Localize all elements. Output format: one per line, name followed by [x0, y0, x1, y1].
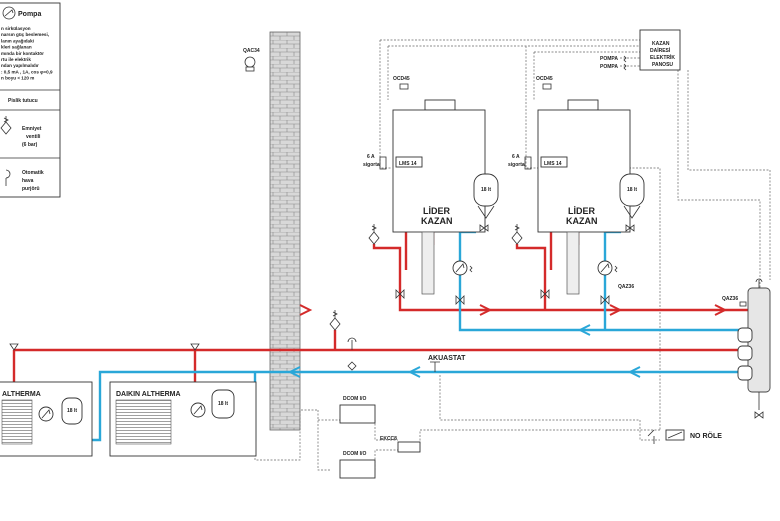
- fuse-1-label-2: sigorta: [363, 162, 380, 168]
- dirt-trap-label: Pislik tutucu: [8, 98, 38, 104]
- svg-text:18 lt: 18 lt: [67, 408, 77, 414]
- legend-desc-line: : 0,5 mA , 1A, cos φ=0,9: [1, 69, 53, 74]
- altherma-1-label: ALTHERMA: [2, 391, 41, 398]
- tank-label-1: 18 lt: [481, 187, 491, 193]
- safety-valve-icon: [0, 116, 12, 135]
- pump-legend-icon: [2, 6, 16, 20]
- ekcc8-label: EKCC8: [380, 436, 397, 442]
- chimney: [269, 31, 301, 431]
- no-role-label: NO RÖLE: [690, 431, 722, 440]
- safety-valve-label-1: Emniyet: [22, 126, 42, 132]
- ball-valve-icons: [395, 224, 635, 305]
- panel-label-3: ELEKTRİK: [650, 54, 675, 61]
- legend-desc-line: kleri sağlanan: [1, 45, 32, 50]
- dcom-label-2: DCOM I/O: [343, 451, 366, 457]
- expansion-tank-boiler-1: 18 lt: [473, 173, 499, 219]
- qac34-label: QAC34: [243, 48, 260, 54]
- legend-desc-line: mında bir kontaktör: [1, 51, 44, 56]
- ekcc8-controller: [397, 441, 421, 453]
- lms14-label-2: LMS 14: [544, 161, 562, 167]
- legend-desc-line: ndan yapılmalıdır: [1, 63, 39, 68]
- air-vent-label-1: Otomatik: [22, 170, 44, 176]
- legend-desc-line: n boyu < 120 m: [1, 76, 34, 81]
- check-valve-icons: [9, 343, 200, 351]
- panel-label-4: PANOSU: [652, 62, 673, 68]
- pump-icon-boiler-1: [452, 260, 468, 276]
- hydraulic-group-1: [421, 231, 435, 295]
- lms14-controller-1: [395, 156, 423, 168]
- boiler-1-label-1: LİDER: [423, 206, 451, 216]
- dcom-io-module-2: [339, 459, 376, 479]
- electrical-panel: [639, 29, 681, 71]
- ocd45-label-1: OCD45: [393, 76, 410, 82]
- legend-desc-line: lanın ayağıdaki: [1, 38, 34, 43]
- fuse-2: [524, 156, 532, 170]
- fuse-2-label-1: 6 A: [512, 154, 520, 160]
- boiler-2: LMS 14 LİDER KAZAN 6 A sigorta: [508, 99, 631, 295]
- air-vent-icon: [5, 169, 11, 186]
- akuastat: [430, 361, 440, 372]
- altherma-unit-2: DAIKIN ALTHERMA 18 lt: [109, 381, 257, 457]
- safety-valve-label-2: ventili: [26, 134, 41, 140]
- altherma-unit-1: ALTHERMA 18 lt: [0, 381, 93, 457]
- safety-valve-icon-boiler-2: [511, 224, 523, 245]
- expansion-tank-boiler-2: 18 lt: [619, 173, 645, 219]
- legend-desc-line: narsın güç beslemesi,: [1, 32, 49, 37]
- panel-label-2: DAİRESİ: [650, 47, 671, 54]
- dcom-label-1: DCOM I/O: [343, 396, 366, 402]
- boiler-1: LMS 14 LİDER KAZAN 6 A sigorta: [363, 99, 486, 295]
- pump-icon-boiler-2: [597, 260, 613, 276]
- ocd45-sensor-1: [399, 83, 409, 90]
- main-safety-valve-icon: [329, 310, 341, 331]
- dcom-io-module-1: [339, 404, 376, 424]
- panel-switch-icons: [623, 55, 627, 71]
- return-flow-arrows: [287, 324, 641, 378]
- pompa-label-2: POMPA: [600, 64, 618, 70]
- qac34-outdoor-sensor: [244, 56, 256, 72]
- fuse-2-label-2: sigorta: [508, 162, 525, 168]
- hydraulic-separator: [737, 278, 771, 419]
- no-relay: [647, 429, 685, 444]
- control-wiring: [254, 39, 771, 471]
- pump-legend-label: Pompa: [18, 11, 41, 18]
- lms14-label-1: LMS 14: [399, 161, 417, 167]
- boiler-1-label-2: KAZAN: [421, 216, 453, 226]
- legend-desc-line: rtu ile elektrik: [1, 57, 31, 62]
- pump-motor-icons: [469, 265, 618, 273]
- fuse-1-label-1: 6 A: [367, 154, 375, 160]
- supply-flow-arrows: [299, 304, 728, 316]
- legend-desc-line: n sirkülasyon: [1, 26, 31, 31]
- qaz36-sensor-2: [739, 301, 747, 307]
- main-air-vent-icon: [347, 337, 357, 371]
- ocd45-label-2: OCD45: [536, 76, 553, 82]
- qaz36-label-2: QAZ36: [722, 296, 738, 302]
- boiler-2-label-1: LİDER: [568, 206, 596, 216]
- tank-label-2: 18 lt: [627, 187, 637, 193]
- air-vent-label-3: purjörü: [22, 186, 40, 192]
- boiler-2-label-2: KAZAN: [566, 216, 598, 226]
- altherma-2-label: DAIKIN ALTHERMA: [116, 391, 181, 398]
- safety-valve-icon-boiler-1: [368, 224, 380, 245]
- lms14-controller-2: [540, 156, 568, 168]
- qaz36-label-1: QAZ36: [618, 284, 634, 290]
- akuastat-label: AKUASTAT: [428, 355, 466, 362]
- fuse-1: [379, 156, 387, 170]
- pompa-label-1: POMPA: [600, 56, 618, 62]
- svg-text:18 lt: 18 lt: [218, 401, 228, 407]
- ocd45-sensor-2: [542, 83, 552, 90]
- air-vent-label-2: hava: [22, 178, 34, 184]
- hydraulic-group-2: [566, 231, 580, 295]
- safety-valve-label-3: (6 bar): [22, 142, 38, 148]
- panel-label-1: KAZAN: [652, 41, 670, 47]
